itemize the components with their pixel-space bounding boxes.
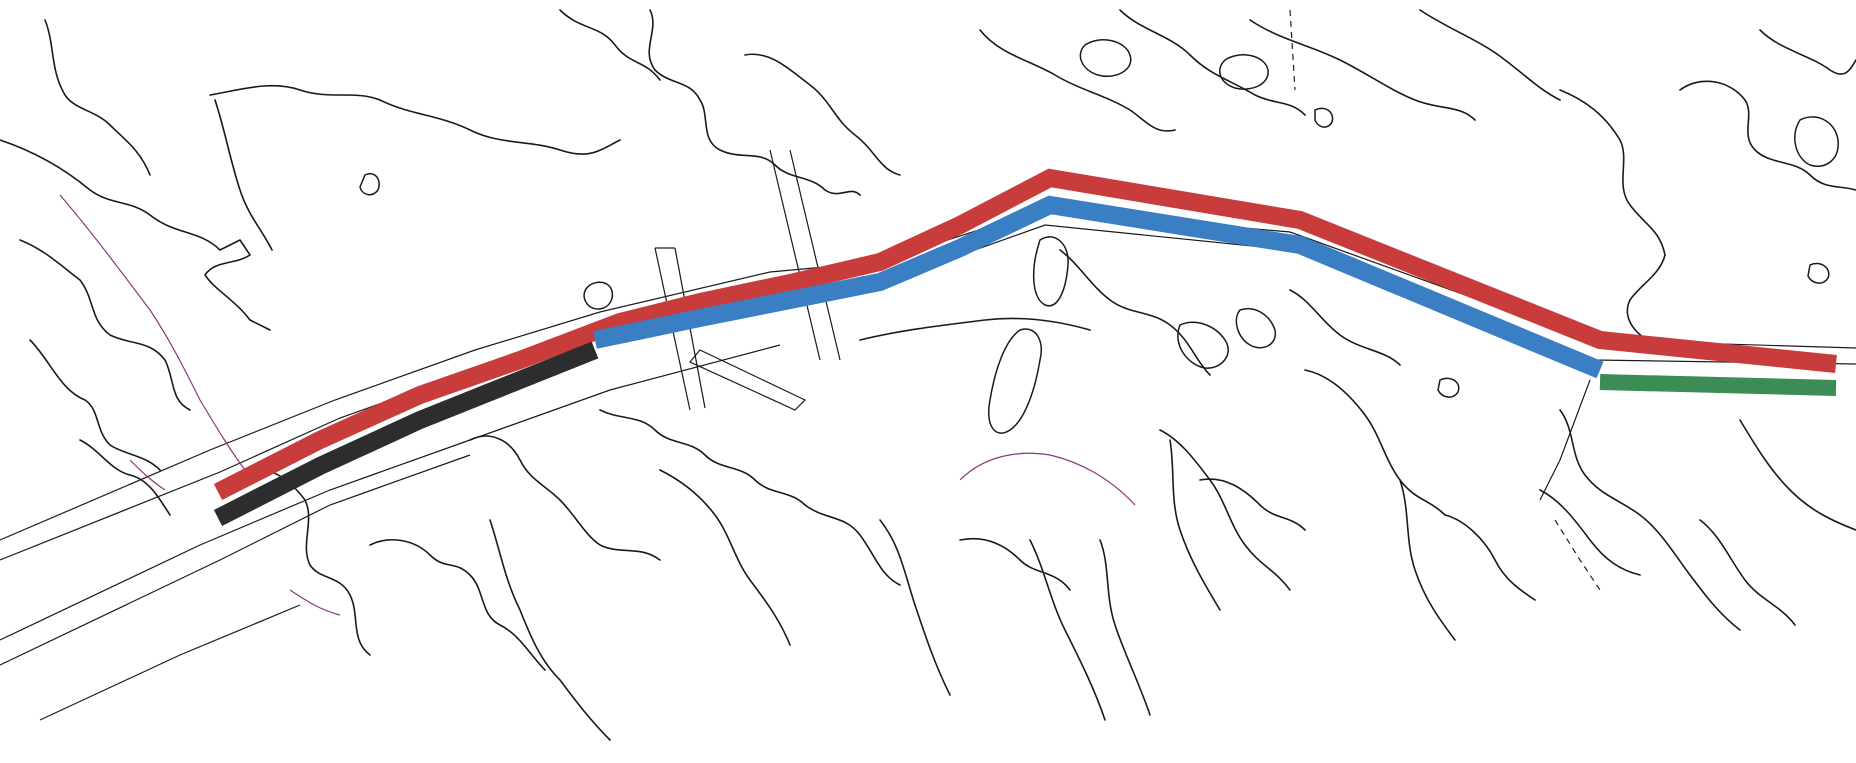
- route-blue: [593, 195, 1604, 379]
- route-dark: [213, 341, 599, 527]
- coastlines: [0, 9, 1856, 741]
- boundaries: [59, 194, 1136, 616]
- route-green: [1599, 374, 1837, 396]
- route-red: [213, 168, 1837, 501]
- islands: [359, 39, 1839, 434]
- routes: [213, 168, 1837, 527]
